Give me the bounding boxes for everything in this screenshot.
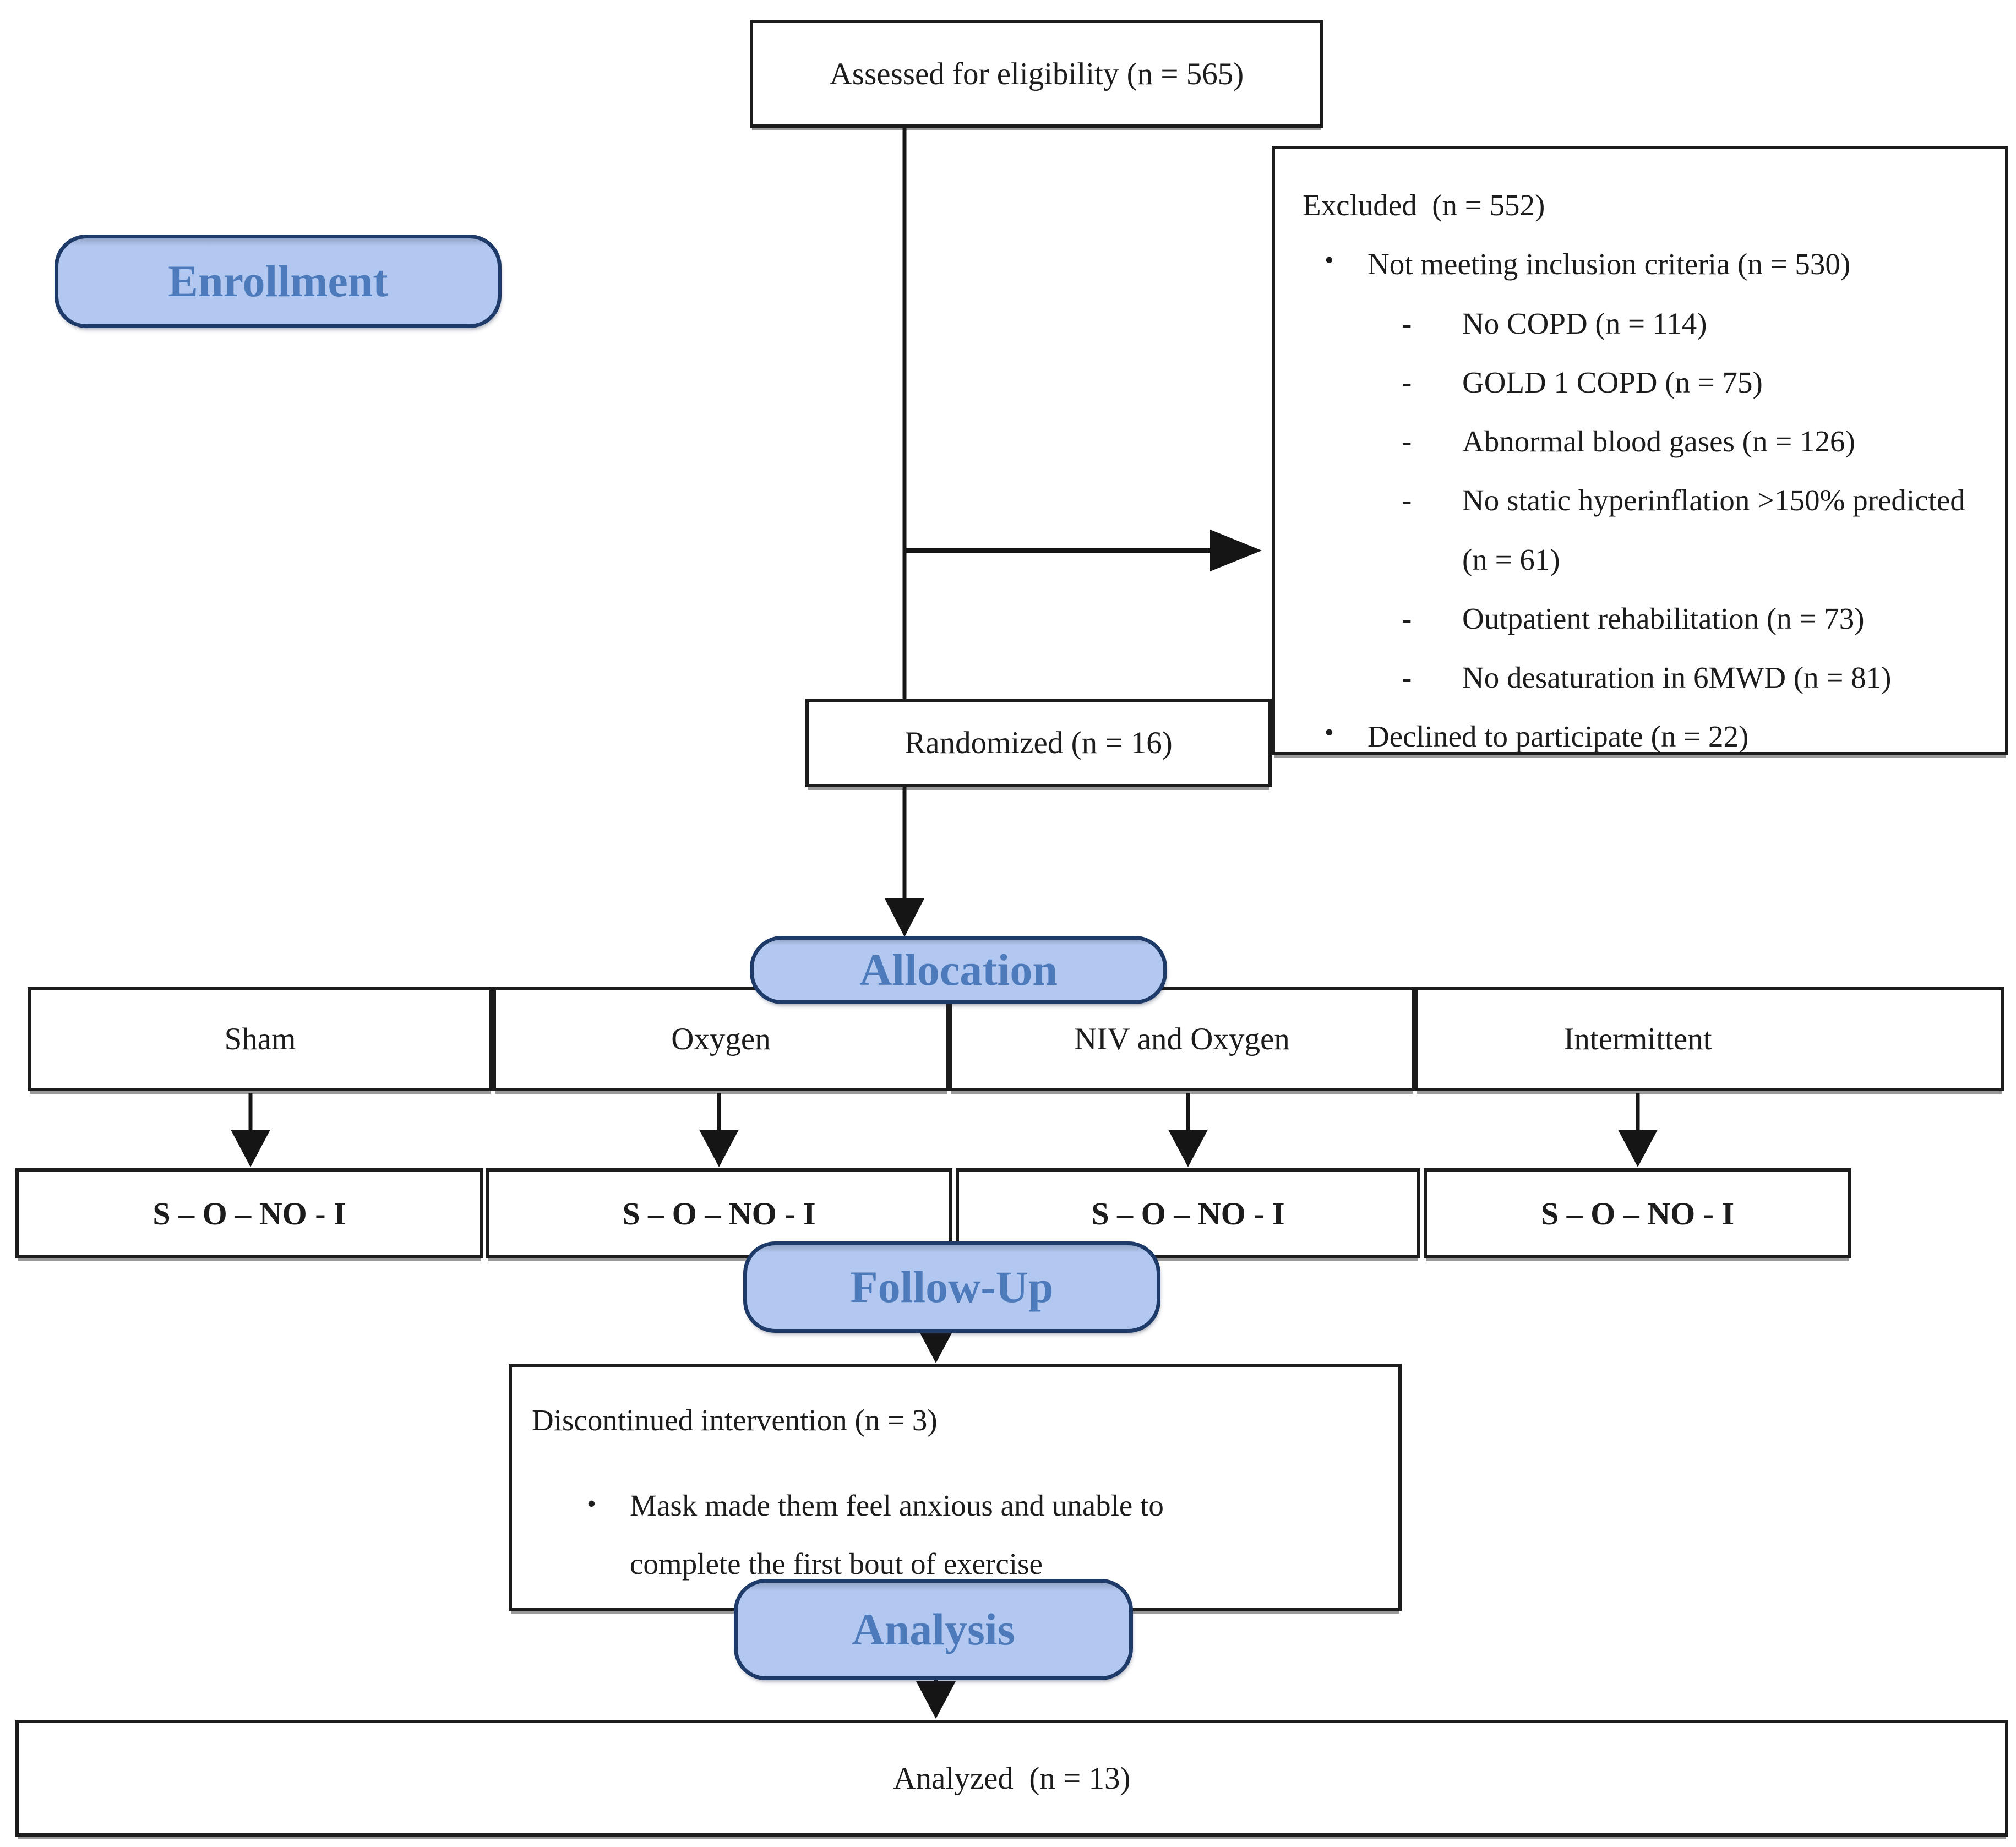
- arrow-to-excluded: [905, 530, 1262, 571]
- dash-marker: -: [1402, 601, 1412, 635]
- followup-phase-label: Follow-Up: [743, 1241, 1160, 1333]
- arm-box-niv-oxygen: NIV and Oxygen: [949, 987, 1415, 1091]
- sequence-label-1: S – O – NO - I: [152, 1195, 346, 1232]
- randomized-box: Randomized (n = 16): [805, 699, 1272, 787]
- allocation-phase-label: Allocation: [750, 936, 1167, 1004]
- excluded-sub-rehabilitation: - Outpatient rehabilitation (n = 73): [1303, 589, 1983, 648]
- bullet-marker: •: [1325, 718, 1334, 748]
- arrow-arm-intermittent-to-seq: [1618, 1093, 1658, 1167]
- sequence-box-1: S – O – NO - I: [15, 1168, 483, 1258]
- excluded-bullet-declined-text: Declined to participate (n = 22): [1367, 720, 1749, 754]
- excluded-sub-no-copd-text: No COPD (n = 114): [1462, 306, 1707, 340]
- excluded-bullet-inclusion-text: Not meeting inclusion criteria (n = 530): [1367, 247, 1851, 281]
- excluded-box: Excluded (n = 552) • Not meeting inclusi…: [1272, 146, 2008, 755]
- excluded-sub-blood-gases-text: Abnormal blood gases (n = 126): [1462, 424, 1855, 458]
- arm-label-oxygen: Oxygen: [671, 1022, 771, 1056]
- sequence-label-2: S – O – NO - I: [622, 1195, 816, 1232]
- arrow-arm-oxygen-to-seq: [699, 1093, 739, 1167]
- sequence-label-4: S – O – NO - I: [1540, 1195, 1735, 1232]
- excluded-sub-hyperinflation-text: No static hyperinflation >150% predicted…: [1462, 483, 1965, 576]
- enrollment-text: Enrollment: [168, 256, 388, 306]
- sequence-box-4: S – O – NO - I: [1424, 1168, 1851, 1258]
- arm-label-sham: Sham: [224, 1022, 296, 1056]
- discontinued-box: Discontinued intervention (n = 3) • Mask…: [509, 1364, 1402, 1611]
- followup-text: Follow-Up: [850, 1262, 1054, 1312]
- arrow-arm-sham-to-seq: [231, 1093, 270, 1167]
- excluded-sub-gold1: - GOLD 1 COPD (n = 75): [1303, 353, 1983, 412]
- excluded-bullet-inclusion: • Not meeting inclusion criteria (n = 53…: [1303, 235, 1983, 293]
- arm-box-intermittent: Intermittent: [1415, 987, 2004, 1091]
- dash-marker: -: [1402, 365, 1412, 399]
- allocation-text: Allocation: [859, 945, 1058, 995]
- excluded-bullet-declined: • Declined to participate (n = 22): [1303, 707, 1983, 766]
- excluded-sub-gold1-text: GOLD 1 COPD (n = 75): [1462, 365, 1763, 399]
- assessed-label: Assessed for eligibility (n = 565): [829, 56, 1244, 91]
- excluded-title: Excluded (n = 552): [1303, 188, 1545, 222]
- analysis-phase-label: Analysis: [734, 1579, 1133, 1680]
- dash-marker: -: [1402, 306, 1412, 340]
- discontinued-bullet-text: Mask made them feel anxious and unable t…: [630, 1489, 1164, 1581]
- arrow-analysis-to-analyzed: [916, 1678, 956, 1719]
- analyzed-label: Analyzed (n = 13): [893, 1761, 1131, 1796]
- analysis-text: Analysis: [852, 1604, 1015, 1654]
- arm-box-oxygen: Oxygen: [493, 987, 949, 1091]
- excluded-sub-no-copd: - No COPD (n = 114): [1303, 294, 1983, 353]
- excluded-sub-desaturation: - No desaturation in 6MWD (n = 81): [1303, 648, 1983, 707]
- dash-marker: -: [1402, 424, 1412, 458]
- randomized-label: Randomized (n = 16): [905, 726, 1173, 760]
- arm-box-sham: Sham: [28, 987, 493, 1091]
- assessed-box: Assessed for eligibility (n = 565): [750, 20, 1323, 128]
- excluded-sub-desaturation-text: No desaturation in 6MWD (n = 81): [1462, 661, 1892, 694]
- arm-label-intermittent: Intermittent: [1563, 1022, 1712, 1056]
- discontinued-bullet: • Mask made them feel anxious and unable…: [532, 1476, 1376, 1593]
- dash-marker: -: [1402, 661, 1412, 694]
- discontinued-title: Discontinued intervention (n = 3): [532, 1403, 938, 1437]
- excluded-sub-rehabilitation-text: Outpatient rehabilitation (n = 73): [1462, 601, 1865, 635]
- arrow-randomized-to-allocation: [885, 787, 924, 937]
- analyzed-box: Analyzed (n = 13): [15, 1720, 2008, 1837]
- enrollment-phase-label: Enrollment: [55, 235, 502, 328]
- excluded-sub-blood-gases: - Abnormal blood gases (n = 126): [1303, 412, 1983, 471]
- bullet-marker: •: [587, 1489, 596, 1518]
- arm-label-niv-oxygen: NIV and Oxygen: [1074, 1022, 1290, 1056]
- arrow-arm-niv-to-seq: [1168, 1093, 1208, 1167]
- sequence-label-3: S – O – NO - I: [1091, 1195, 1285, 1232]
- bullet-marker: •: [1325, 246, 1334, 275]
- excluded-sub-hyperinflation: - No static hyperinflation >150% predict…: [1303, 471, 1983, 589]
- dash-marker: -: [1402, 483, 1412, 517]
